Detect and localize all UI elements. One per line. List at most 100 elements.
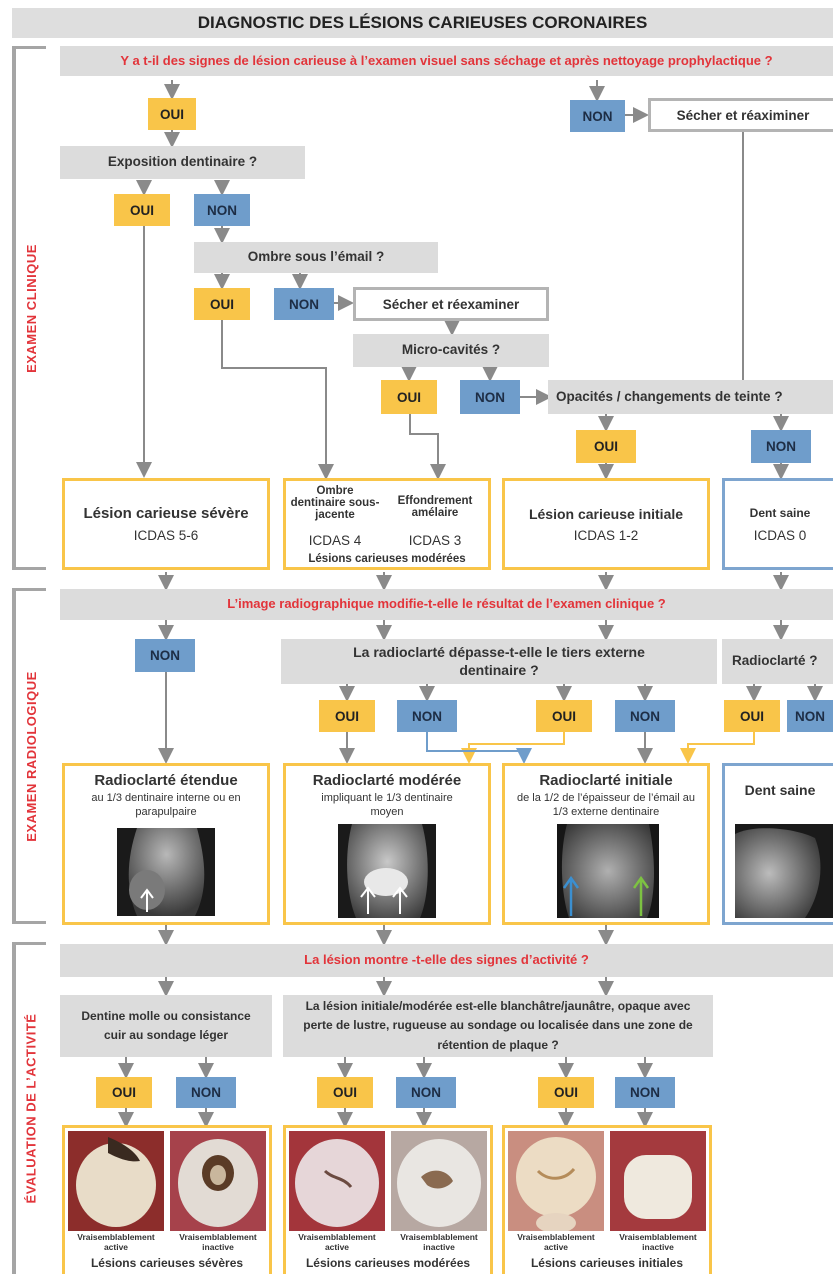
photo-initial-inactive (610, 1131, 706, 1231)
radio-moderate-desc: impliquant le 1/3 dentinaire moyen (321, 792, 453, 818)
radio-non-4: NON (787, 700, 833, 732)
outcome-moderate-group: Ombre dentinaire sous-jacente ICDAS 4 Ef… (283, 478, 491, 570)
caption-severe-active: Vraisemblablement active (77, 1232, 155, 1252)
xray-extended-image (117, 828, 215, 916)
caption-moderate-inactive: Vraisemblablement inactive (400, 1232, 478, 1252)
bracket-top-activity (12, 942, 46, 945)
activity-non-3: NON (615, 1077, 675, 1108)
radio-outcome-extended: Radioclarté étendue au 1/3 dentinaire in… (62, 763, 270, 925)
xray-moderate-drawing (338, 824, 436, 918)
caption-initial-active: Vraisemblablement active (517, 1232, 595, 1252)
clinical-oui-5: OUI (576, 430, 636, 463)
outcome-sound-tooth: Dent saine ICDAS 0 (722, 478, 833, 570)
clinical-question-opacities: Opacités / changements de teinte ? (548, 380, 833, 414)
outcome-collapse-title: Effondrement amélaire (397, 495, 473, 520)
clinical-non-3: NON (274, 288, 334, 320)
radio-outcome-moderate: Radioclarté modérée impliquant le 1/3 de… (283, 763, 491, 925)
radio-outcome-sound: Dent saine (722, 763, 833, 925)
tooth-moderate-active-drawing (289, 1131, 385, 1231)
xray-extended-drawing (117, 828, 215, 916)
outcome-initial-title: Lésion carieuse initiale (528, 505, 684, 522)
dry-reexamine-box-1: Sécher et réaximiner (648, 98, 833, 132)
group-label-initial: Lésions carieuses initiales (530, 1256, 684, 1270)
caption-severe-inactive: Vraisemblablement inactive (179, 1232, 257, 1252)
radio-non-2: NON (397, 700, 457, 732)
outcome-shadow-title: Ombre dentinaire sous-jacente (290, 485, 380, 522)
radio-oui-2: OUI (536, 700, 592, 732)
clinical-oui-4: OUI (381, 380, 437, 414)
photo-initial-active (508, 1131, 604, 1231)
xray-initial-drawing (557, 824, 659, 918)
activity-group-severe: Vraisemblablement active Vraisemblableme… (62, 1125, 272, 1274)
radio-non-3: NON (615, 700, 675, 732)
activity-question-signs: La lésion montre -t-elle des signes d’ac… (60, 944, 833, 977)
outcome-collapse-code: ICDAS 3 (408, 533, 462, 548)
activity-question-soft-dentin: Dentine molle ou consistance cuir au son… (60, 995, 272, 1057)
diagram-title: DIAGNOSTIC DES LÉSIONS CARIEUSES CORONAI… (12, 8, 833, 38)
activity-group-moderate: Vraisemblablement active Vraisemblableme… (283, 1125, 493, 1274)
activity-non-1: NON (176, 1077, 236, 1108)
radio-initial-desc: de la 1/2 de l’épaisseur de l’émail au 1… (517, 792, 695, 818)
radio-outcome-initial: Radioclarté initiale de la 1/2 de l’épai… (502, 763, 710, 925)
radio-sound-title: Dent saine (744, 782, 816, 798)
outcome-initial-lesion: Lésion carieuse initiale ICDAS 1-2 (502, 478, 710, 570)
section-bracket-radio (12, 588, 16, 924)
section-label-clinical: EXAMEN CLINIQUE (23, 243, 39, 373)
radio-moderate-title: Radioclarté modérée (312, 772, 462, 789)
tooth-severe-inactive-drawing (170, 1131, 266, 1231)
radio-non-1: NON (135, 639, 195, 672)
section-bracket-clinical (12, 46, 16, 570)
activity-oui-3: OUI (538, 1077, 594, 1108)
radio-oui-1: OUI (319, 700, 375, 732)
radio-question-third: La radioclarté dépasse-t-elle le tiers e… (281, 639, 717, 684)
xray-initial-image (557, 824, 659, 918)
clinical-non-2: NON (194, 194, 250, 226)
section-bracket-activity (12, 942, 16, 1274)
clinical-oui-2: OUI (114, 194, 170, 226)
bracket-top-radio (12, 588, 46, 591)
xray-sound-image (735, 824, 833, 918)
clinical-non-1: NON (570, 100, 625, 132)
tooth-severe-active-drawing (68, 1131, 164, 1231)
clinical-question-microcavities: Micro-cavités ? (353, 334, 549, 367)
photo-moderate-inactive (391, 1131, 487, 1231)
tooth-initial-inactive-drawing (610, 1131, 706, 1231)
outcome-shadow-code: ICDAS 4 (308, 533, 362, 548)
activity-non-2: NON (396, 1077, 456, 1108)
clinical-question-visual: Y a t-il des signes de lésion carieuse à… (60, 46, 833, 76)
xray-sound-drawing (735, 824, 833, 918)
xray-moderate-image (338, 824, 436, 918)
activity-question-initial-moderate: La lésion initiale/modérée est-elle blan… (283, 995, 713, 1057)
outcome-initial-code: ICDAS 1-2 (573, 527, 639, 543)
group-label-moderate: Lésions carieuses modérées (305, 1256, 471, 1270)
caption-initial-inactive: Vraisemblablement inactive (619, 1232, 697, 1252)
outcome-severe-title: Lésion carieuse sévère (83, 505, 249, 522)
outcome-moderate-group-label: Lésions carieuses modérées (308, 553, 466, 565)
bracket-bottom-radio (12, 921, 46, 924)
section-label-radio: EXAMEN RADIOLOGIQUE (23, 670, 39, 842)
tooth-initial-active-drawing (508, 1131, 604, 1231)
clinical-question-dentin-exposure: Exposition dentinaire ? (60, 146, 305, 179)
caption-moderate-active: Vraisemblablement active (298, 1232, 376, 1252)
activity-group-initial: Vraisemblablement active Vraisemblableme… (502, 1125, 712, 1274)
clinical-oui-1: OUI (148, 98, 196, 130)
photo-severe-inactive (170, 1131, 266, 1231)
outcome-severe-lesion: Lésion carieuse sévère ICDAS 5-6 (62, 478, 270, 570)
radio-question-radiolucency: Radioclarté ? (722, 639, 833, 684)
clinical-non-5: NON (751, 430, 811, 463)
radio-oui-3: OUI (724, 700, 780, 732)
photo-moderate-active (289, 1131, 385, 1231)
clinical-question-enamel-shadow: Ombre sous l’émail ? (194, 242, 438, 273)
clinical-non-4: NON (460, 380, 520, 414)
radio-extended-desc: au 1/3 dentinaire interne ou en parapulp… (91, 792, 241, 818)
clinical-oui-3: OUI (194, 288, 250, 320)
section-label-activity: ÉVALUATION DE L’ACTIVITÉ (23, 1013, 39, 1203)
outcome-sound-code: ICDAS 0 (753, 527, 807, 543)
radio-initial-title: Radioclarté initiale (539, 772, 673, 789)
bracket-top-clinical (12, 46, 46, 49)
activity-oui-1: OUI (96, 1077, 152, 1108)
radio-question-change: L’image radiographique modifie-t-elle le… (60, 589, 833, 620)
outcome-severe-code: ICDAS 5-6 (133, 528, 199, 543)
activity-oui-2: OUI (317, 1077, 373, 1108)
